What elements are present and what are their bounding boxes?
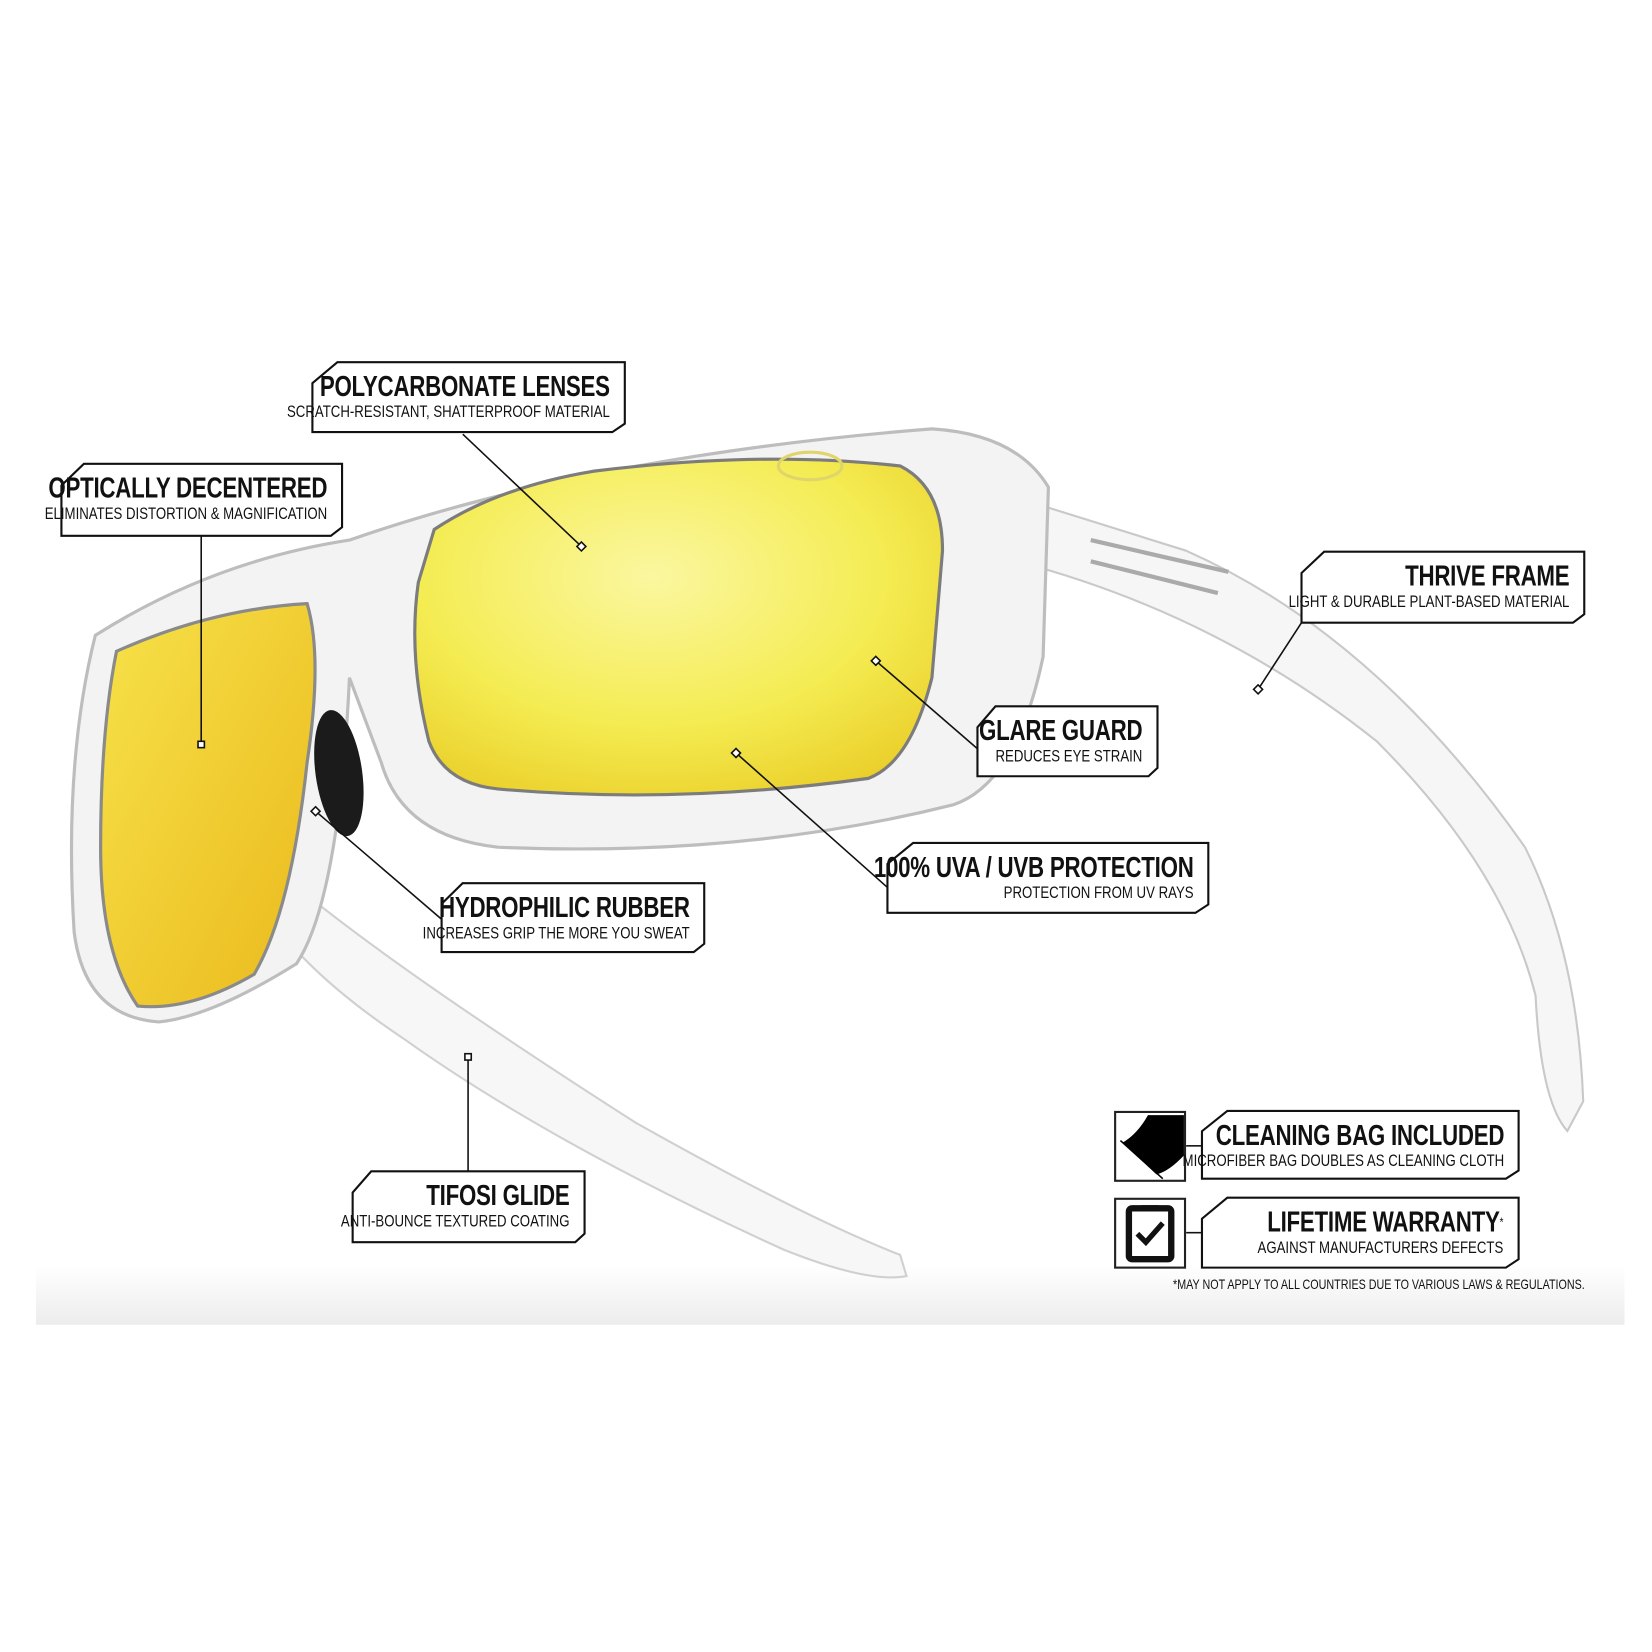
warranty-disclaimer: *MAY NOT APPLY TO ALL COUNTRIES DUE TO V… — [1172, 1276, 1585, 1292]
callout-title: CLEANING BAG INCLUDED — [1215, 1119, 1504, 1152]
callout-subtitle: LIGHT & DURABLE PLANT-BASED MATERIAL — [1288, 593, 1570, 612]
callout-title: THRIVE FRAME — [1405, 560, 1570, 592]
nose-pad — [314, 710, 364, 837]
asterisk-mark: * — [1500, 1214, 1504, 1230]
callout-title-text: LIFETIME WARRANTY — [1267, 1206, 1501, 1238]
callout-title: GLARE GUARD — [979, 714, 1143, 747]
brand-logo-mark — [776, 450, 844, 482]
left-temple — [263, 866, 908, 1279]
right-lens — [413, 457, 945, 797]
clipboard-check-icon — [1114, 1197, 1187, 1269]
leader-endpoints — [197, 540, 1264, 1061]
left-lens — [99, 601, 317, 1009]
floor-shadow-band — [36, 1265, 1625, 1325]
callout-subtitle: SCRATCH-RESISTANT, SHATTERPROOF MATERIAL — [287, 403, 610, 422]
callout-subtitle: MICROFIBER BAG DOUBLES AS CLEANING CLOTH — [1182, 1152, 1504, 1171]
callout-subtitle: INCREASES GRIP THE MORE YOU SWEAT — [422, 924, 690, 943]
callout-title: LIFETIME WARRANTY* — [1258, 1206, 1504, 1238]
leader-lines — [200, 433, 1303, 1234]
callout-title: POLYCARBONATE LENSES — [319, 370, 610, 403]
callout-title: OPTICALLY DECENTERED — [48, 472, 328, 505]
callout-subtitle: AGAINST MANUFACTURERS DEFECTS — [1258, 1239, 1504, 1258]
callout-lifetime-warranty: LIFETIME WARRANTY*AGAINST MANUFACTURERS … — [1202, 1198, 1519, 1268]
callout-subtitle: REDUCES EYE STRAIN — [995, 747, 1143, 766]
callout-title: 100% UVA / UVB PROTECTION — [873, 851, 1194, 884]
cleaning-bag-icon — [1114, 1110, 1187, 1182]
callout-title: TIFOSI GLIDE — [426, 1179, 570, 1212]
callout-subtitle: ANTI-BOUNCE TEXTURED COATING — [341, 1212, 570, 1231]
callout-subtitle: ELIMINATES DISTORTION & MAGNIFICATION — [44, 505, 328, 524]
callout-subtitle: PROTECTION FROM UV RAYS — [1003, 884, 1194, 903]
callout-title: HYDROPHILIC RUBBER — [438, 891, 690, 924]
